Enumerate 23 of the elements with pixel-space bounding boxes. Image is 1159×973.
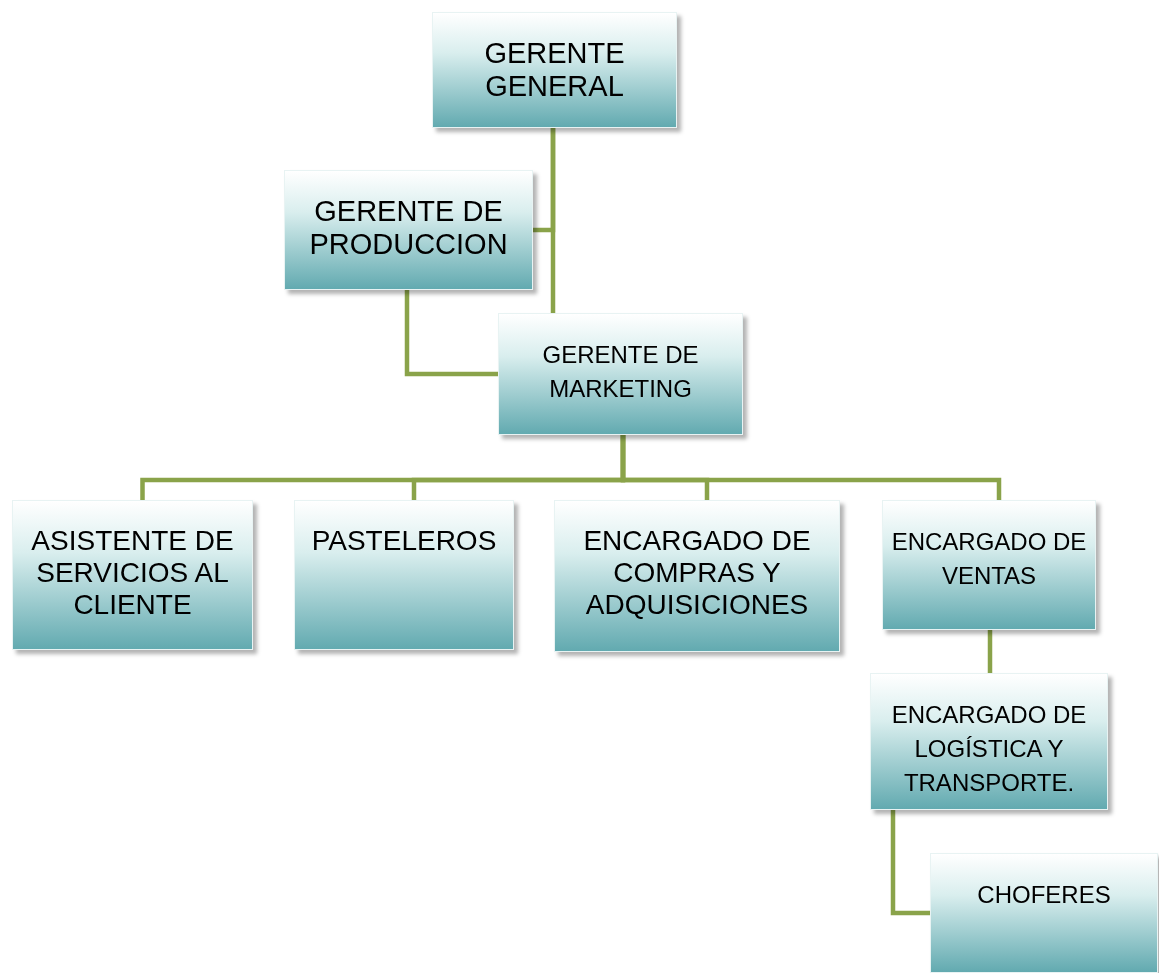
- position-box: [554, 500, 840, 652]
- position-box: [930, 853, 1158, 973]
- connector-line: [987, 630, 993, 673]
- position-title: GERENTE DE MARKETING: [541, 340, 700, 404]
- position-title: PASTELEROS: [311, 525, 497, 557]
- position-title: ENCARGADO DE LOGÍSTICA Y TRANSPORTE.: [890, 700, 1088, 798]
- position-title: GERENTE GENERAL: [483, 37, 626, 103]
- position-box: [12, 500, 253, 650]
- position-box: [284, 170, 533, 290]
- position-title: ASISTENTE DE SERVICIOS AL CLIENTE: [30, 525, 235, 621]
- connector-line: [550, 128, 556, 313]
- position-title: ENCARGADO DE COMPRAS Y ADQUISICIONES: [582, 525, 812, 621]
- connector-line: [404, 290, 498, 377]
- position-title: CHOFERES: [977, 880, 1111, 910]
- position-title: ENCARGADO DE VENTAS: [890, 527, 1088, 591]
- position-box: [870, 673, 1108, 810]
- position-box: [498, 313, 743, 435]
- position-title: GERENTE DE PRODUCCION: [308, 195, 509, 261]
- position-box: [432, 12, 677, 128]
- connector-line: [890, 810, 930, 916]
- position-box: [294, 500, 514, 650]
- position-box: [882, 500, 1096, 630]
- connector-line: [620, 435, 1002, 500]
